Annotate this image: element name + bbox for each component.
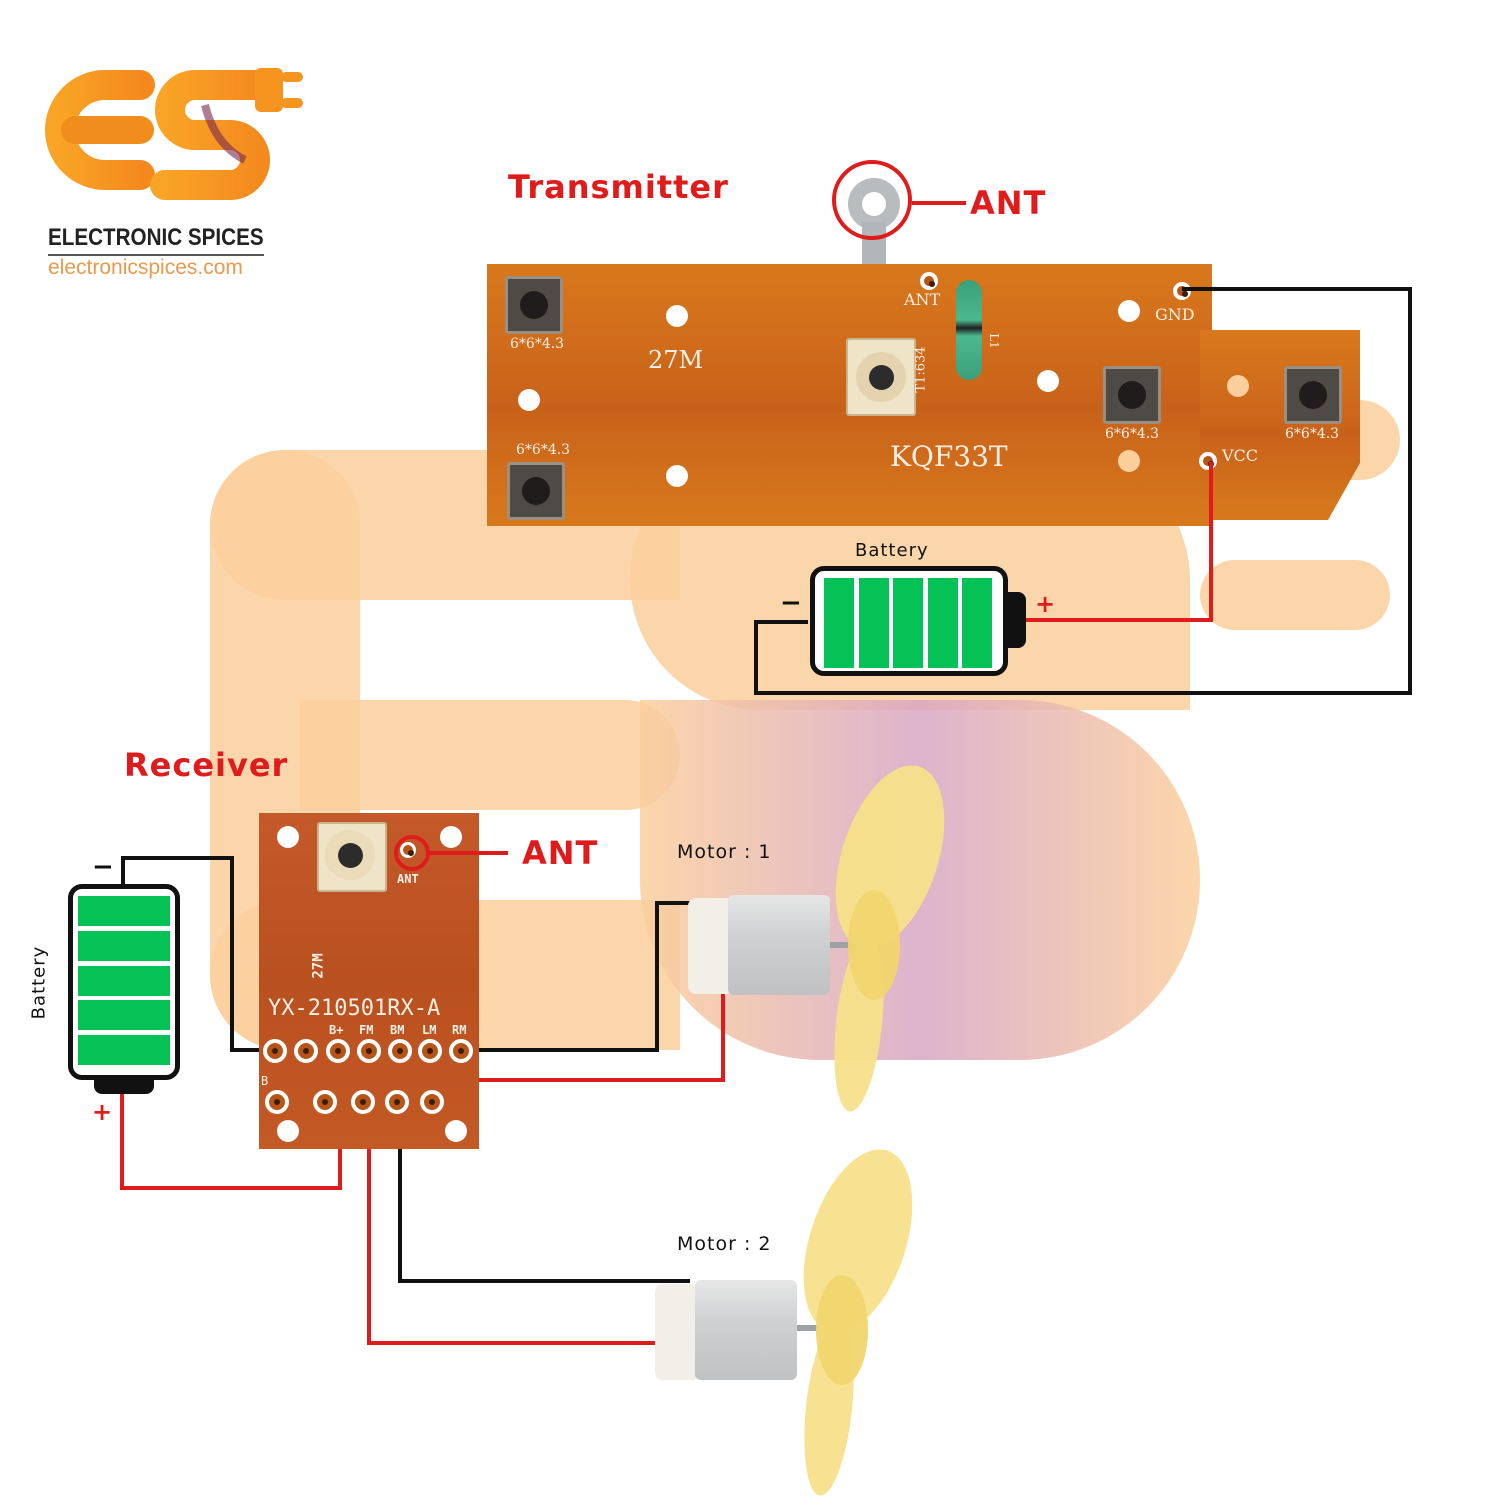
transmitter-inductor — [956, 280, 982, 380]
receiver-pad — [294, 1039, 318, 1063]
receiver-pad-rm — [449, 1039, 473, 1063]
transmitter-button-bottom-left-label: 6*6*4.3 — [516, 442, 571, 458]
battery-cell — [893, 578, 923, 668]
es-plug-logo-icon — [45, 68, 303, 200]
transmitter-antenna-callout-circle — [832, 160, 912, 240]
transmitter-antenna-callout-line — [912, 201, 966, 205]
receiver-pin-label: LM — [422, 1023, 437, 1037]
receiver-battery-minus: − — [92, 852, 115, 882]
transmitter-battery-terminal — [1006, 592, 1026, 648]
battery-cell — [78, 931, 170, 961]
mount-hole — [277, 1120, 299, 1142]
motor-2-propeller-hub — [816, 1275, 868, 1385]
receiver-frequency-label: 27M — [310, 953, 327, 979]
receiver-battery-negative-wire — [121, 856, 274, 1052]
receiver-pad-fm — [357, 1039, 381, 1063]
transmitter-button-mid-right-label: 6*6*4.3 — [1105, 426, 1160, 442]
transmitter-button-far-right[interactable] — [1284, 366, 1342, 424]
brand-name: ELECTRONIC SPICES — [48, 224, 264, 251]
watermark-plug-prong — [1200, 560, 1390, 630]
transmitter-gnd-pin-label: GND — [1155, 305, 1195, 324]
receiver-pad — [420, 1090, 444, 1114]
motor2-fm-wire — [367, 1052, 672, 1345]
transmitter-ant-pad — [920, 272, 938, 290]
transmitter-button-far-right-label: 6*6*4.3 — [1285, 426, 1340, 442]
motor-1-body — [728, 895, 830, 995]
transmitter-gnd-wire — [754, 287, 1412, 695]
receiver-pad-bm — [388, 1039, 412, 1063]
battery-cell — [928, 578, 958, 668]
receiver-pad — [385, 1090, 409, 1114]
mount-hole — [1037, 370, 1059, 392]
transmitter-ant-pin-label: ANT — [904, 290, 941, 309]
transmitter-button-bottom-left[interactable] — [507, 462, 565, 520]
battery-cell — [859, 578, 889, 668]
transmitter-vcc-pin-label: VCC — [1222, 446, 1259, 465]
transmitter-button-top-left-label: 6*6*4.3 — [510, 336, 565, 352]
motor-2-endcap — [655, 1284, 701, 1380]
mount-hole — [445, 1120, 467, 1142]
motor-1-propeller-hub — [848, 890, 900, 1000]
transmitter-button-top-left[interactable] — [505, 276, 563, 334]
mount-hole — [1118, 300, 1140, 322]
receiver-pad-lm — [418, 1039, 442, 1063]
battery-cell — [824, 578, 854, 668]
receiver-antenna-label: ANT — [522, 834, 599, 872]
motor-1-label: Motor : 1 — [677, 841, 772, 863]
transmitter-title: Transmitter — [508, 168, 729, 206]
motor-2-body — [695, 1280, 797, 1380]
battery-cell — [78, 896, 170, 926]
transmitter-tuning-coil[interactable] — [846, 338, 916, 416]
battery-cell — [78, 1000, 170, 1030]
transmitter-vcc-wire — [1024, 462, 1213, 622]
brand-logo: ELECTRONIC SPICES electronicspices.com — [45, 50, 315, 290]
battery-cell — [962, 578, 992, 668]
motor-1-shaft — [830, 942, 852, 948]
receiver-tuning-coil[interactable] — [317, 822, 387, 892]
receiver-board-ant-label: ANT — [397, 872, 419, 886]
receiver-side-mark: B — [261, 1074, 269, 1088]
receiver-model-label: YX-210501RX-A — [268, 996, 441, 1021]
transmitter-antenna-label: ANT — [970, 184, 1047, 222]
receiver-battery-plus: + — [92, 1098, 114, 1126]
mount-hole — [666, 465, 688, 487]
receiver-pin-label: RM — [452, 1023, 467, 1037]
receiver-pad — [351, 1090, 375, 1114]
mount-hole — [277, 826, 299, 848]
transmitter-battery-minus: − — [780, 588, 803, 618]
receiver-pad — [265, 1090, 289, 1114]
motor-2-label: Motor : 2 — [677, 1233, 772, 1255]
transmitter-battery-label: Battery — [855, 540, 929, 561]
receiver-antenna-callout-circle — [394, 835, 430, 871]
receiver-pad-battery-negative — [263, 1039, 287, 1063]
receiver-pad — [313, 1090, 337, 1114]
brand-website[interactable]: electronicspices.com — [48, 256, 243, 279]
battery-cell — [78, 966, 170, 996]
motor-1-endcap — [688, 898, 734, 994]
receiver-pin-label: B+ — [329, 1023, 344, 1037]
battery-cell — [78, 1035, 170, 1065]
receiver-title: Receiver — [124, 746, 289, 784]
brand-divider — [48, 254, 264, 256]
receiver-pin-label: FM — [359, 1023, 374, 1037]
transmitter-pcb-right-wing — [1200, 330, 1360, 520]
receiver-battery-label: Battery — [28, 945, 50, 1020]
watermark-e-mid — [300, 700, 680, 810]
transmitter-frequency-label: 27M — [648, 346, 704, 374]
receiver-pin-label: BM — [390, 1023, 405, 1037]
mount-hole — [518, 389, 540, 411]
transmitter-model-label: KQF33T — [890, 440, 1008, 473]
motor-2-shaft — [797, 1325, 819, 1331]
transmitter-battery-plus: + — [1035, 590, 1057, 618]
mount-hole — [1118, 450, 1140, 472]
receiver-antenna-callout-line — [430, 851, 508, 855]
mount-hole — [1227, 375, 1249, 397]
mount-hole — [666, 305, 688, 327]
mount-hole — [440, 826, 462, 848]
motor1-rm-wire — [460, 901, 716, 1052]
transmitter-button-mid-right[interactable] — [1103, 366, 1161, 424]
receiver-pad-b-plus — [326, 1039, 350, 1063]
receiver-battery-terminal — [94, 1078, 154, 1094]
